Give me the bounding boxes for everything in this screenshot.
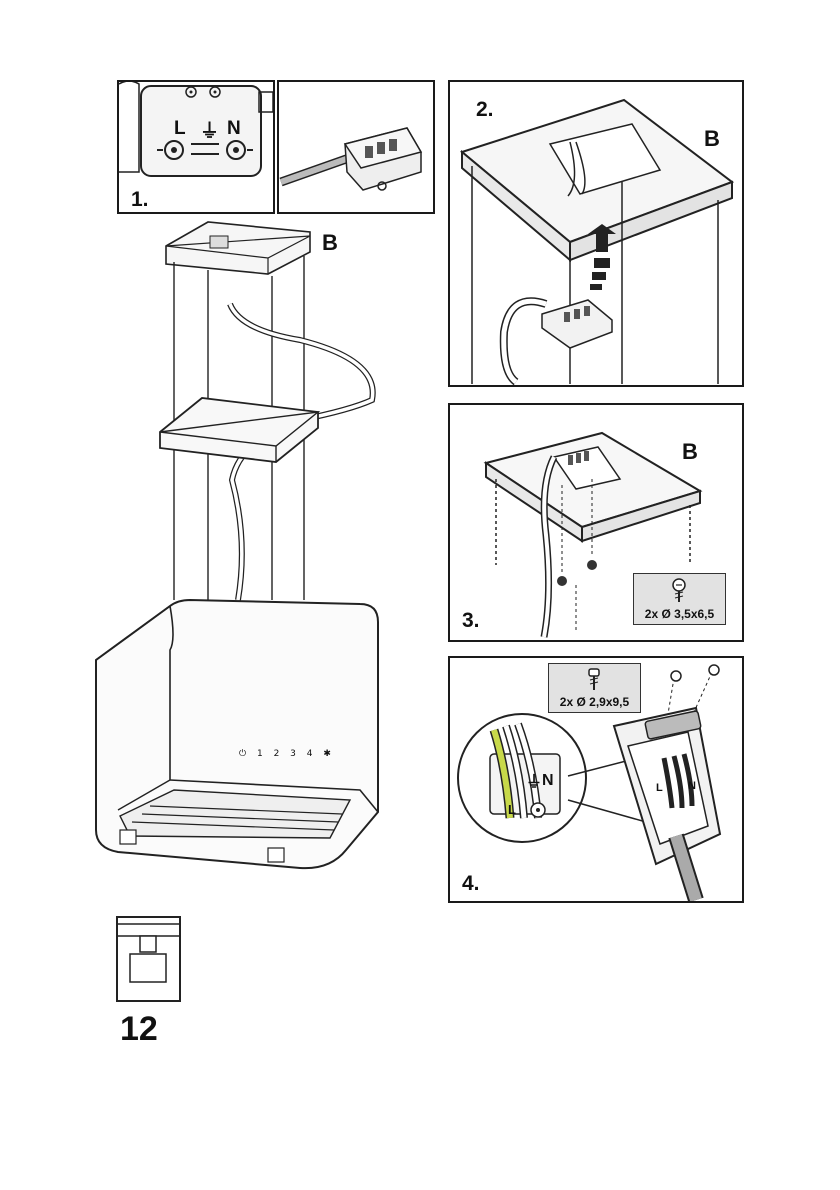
- overview-part-b-label: B: [322, 230, 338, 255]
- terminal-earth-label: ⏚: [200, 121, 220, 142]
- step3-panel: 3. B 2x Ø 3,5x6,5: [448, 403, 744, 642]
- step1-terminal-panel: L ⏚ N 1.: [117, 80, 275, 214]
- bracket-screwing-illustration: [483, 431, 703, 638]
- step4-panel: ⏚ N L L N 4. 2x Ø 2,9x9,5: [448, 656, 744, 903]
- step1-number: 1.: [131, 188, 149, 211]
- terminal-neutral-label: N: [227, 118, 241, 139]
- step3-part-b-label: B: [682, 439, 698, 464]
- step4-screw-spec-box: 2x Ø 2,9x9,5: [548, 663, 641, 713]
- closeup-neutral-label: N: [542, 772, 554, 789]
- step4-number: 4.: [462, 872, 480, 895]
- step3-screw-spec-text: 2x Ø 3,5x6,5: [644, 607, 715, 621]
- step3-number: 3.: [462, 609, 480, 632]
- box-neutral-label: N: [688, 780, 696, 792]
- closeup-earth-label: ⏚: [526, 774, 543, 791]
- step2-part-b-label: B: [704, 126, 720, 151]
- box-live-label: L: [656, 782, 663, 794]
- wiring-connection-illustration: [457, 664, 722, 901]
- step1-cable-panel: [277, 80, 435, 214]
- step2-number: 2.: [476, 98, 494, 121]
- hood-thumbnail-icon: [118, 923, 179, 983]
- terminal-block-illustration: [119, 82, 273, 177]
- step3-screw-spec-box: 2x Ø 3,5x6,5: [633, 573, 726, 625]
- screw-icon: [672, 578, 686, 602]
- page-number: 12: [120, 1010, 158, 1048]
- step4-screw-spec-text: 2x Ø 2,9x9,5: [559, 695, 630, 709]
- terminal-live-label: L: [174, 118, 186, 139]
- step2-panel: 2. B: [448, 80, 744, 387]
- screw-icon: [588, 668, 600, 690]
- page-thumbnail-icon: [116, 916, 181, 1002]
- control-panel-buttons: ⏻ 1 2 3 4 ✱: [239, 749, 335, 759]
- cable-connection-illustration: [279, 127, 423, 191]
- ceiling-bracket-lift-illustration: [459, 98, 735, 385]
- closeup-live-label: L: [508, 802, 516, 817]
